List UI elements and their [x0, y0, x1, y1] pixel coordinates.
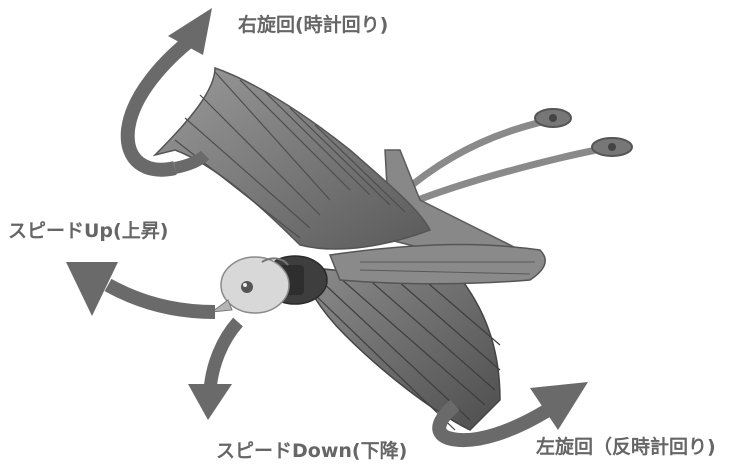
right-turn-arrow — [120, 8, 212, 177]
speed-down-label: スピードDown(下降) — [216, 440, 408, 462]
speed-down-arrow — [188, 317, 243, 420]
side-wing — [328, 243, 546, 285]
speed-up-label: スピードUp(上昇) — [8, 220, 169, 242]
upper-wing-feathers — [174, 71, 406, 239]
left-turn-label: 左旋回（反時計回り) — [536, 436, 716, 458]
left-turn-arrow — [432, 382, 588, 448]
bird-head — [210, 256, 290, 314]
right-turn-label: 右旋回(時計回り) — [238, 14, 389, 36]
bird-illustration — [152, 66, 633, 431]
speed-up-arrow — [66, 262, 216, 319]
lower-wing-feathers — [309, 271, 501, 431]
tail-streamers — [397, 108, 633, 209]
